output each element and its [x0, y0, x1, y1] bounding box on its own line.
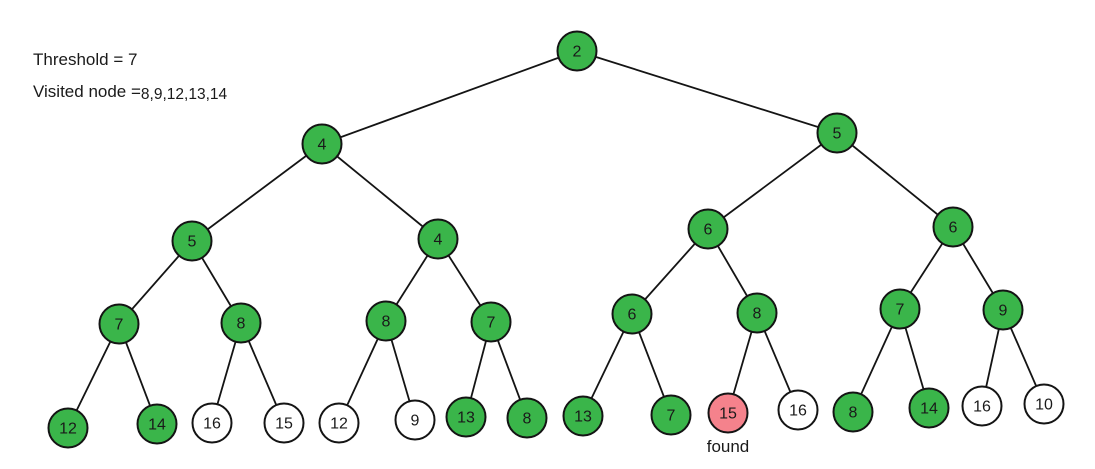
tree-edge	[707, 132, 838, 230]
tree-node-visited: 7	[470, 301, 512, 343]
tree-node-circle	[445, 396, 487, 438]
tree-node-unvisited: 12	[318, 402, 360, 444]
tree-node-visited: 5	[816, 112, 858, 154]
tree-node-circle	[47, 407, 89, 449]
tree-node-circle	[171, 220, 213, 262]
tree-node-circle	[832, 391, 874, 433]
tree-node-circle	[417, 218, 459, 260]
tree-edge	[576, 50, 838, 134]
tree-node-circle	[556, 30, 598, 72]
tree-node-circle	[562, 395, 604, 437]
tree-node-visited: 2	[556, 30, 598, 72]
tree-node-circle	[932, 206, 974, 248]
tree-node-circle	[650, 394, 692, 436]
tree-node-visited: 8	[832, 391, 874, 433]
tree-node-visited: 8	[506, 397, 548, 439]
tree-node-unvisited: 16	[777, 389, 819, 431]
tree-node-circle	[263, 402, 305, 444]
tree-node-visited: 12	[47, 407, 89, 449]
tree-node-circle	[318, 402, 360, 444]
tree-node-visited: 7	[879, 288, 921, 330]
tree-node-circle	[736, 292, 778, 334]
tree-node-circle	[816, 112, 858, 154]
threshold-label: Threshold = 7	[33, 50, 137, 69]
tree-node-visited: 14	[908, 387, 950, 429]
tree-node-visited: 5	[171, 220, 213, 262]
tree-node-circle	[961, 385, 1003, 427]
tree-node-circle	[611, 293, 653, 335]
tree-node-circle	[982, 289, 1024, 331]
visited-nodes-prefix: Visited node =	[33, 82, 141, 101]
tree-node-unvisited: 16	[191, 402, 233, 444]
tree-node-unvisited: 10	[1023, 383, 1065, 425]
tree-node-circle	[879, 288, 921, 330]
tree-node-circle	[98, 303, 140, 345]
tree-node-circle	[777, 389, 819, 431]
tree-node-visited: 14	[136, 403, 178, 445]
tree-node-visited: 6	[932, 206, 974, 248]
tree-node-circle	[707, 392, 749, 434]
tree-node-visited: 8	[365, 300, 407, 342]
tree-edge	[321, 143, 439, 240]
tree-node-circle	[908, 387, 950, 429]
tree-node-visited: 7	[650, 394, 692, 436]
tree-node-circle	[1023, 383, 1065, 425]
found-label: found	[707, 437, 750, 456]
tree-node-visited: 13	[445, 396, 487, 438]
tree-node-visited: 4	[417, 218, 459, 260]
tree-node-circle	[220, 302, 262, 344]
tree-edge	[191, 143, 323, 242]
tree-node-unvisited: 16	[961, 385, 1003, 427]
tree-node-circle	[687, 208, 729, 250]
tree-node-circle	[470, 301, 512, 343]
tree-node-visited: 6	[611, 293, 653, 335]
tree-node-visited: 4	[301, 123, 343, 165]
tree-node-circle	[191, 402, 233, 444]
tree-edge	[836, 132, 954, 228]
visited-nodes-label: Visited node =8,9,12,13,14	[33, 82, 227, 103]
tree-node-visited: 7	[98, 303, 140, 345]
tree-node-visited: 9	[982, 289, 1024, 331]
tree-edges	[67, 50, 1045, 429]
tree-node-circle	[301, 123, 343, 165]
tree-node-circle	[365, 300, 407, 342]
tree-node-unvisited: 15	[263, 402, 305, 444]
tree-node-circle	[506, 397, 548, 439]
tree-edge	[321, 50, 578, 145]
tree-node-visited: 6	[687, 208, 729, 250]
tree-node-visited: 13	[562, 395, 604, 437]
tree-node-circle	[394, 399, 436, 441]
tree-node-visited: 8	[220, 302, 262, 344]
tree-node-circle	[136, 403, 178, 445]
visited-nodes-values: 8,9,12,13,14	[141, 86, 228, 103]
tree-node-found: 15	[707, 392, 749, 434]
tree-node-visited: 8	[736, 292, 778, 334]
tree-node-unvisited: 9	[394, 399, 436, 441]
